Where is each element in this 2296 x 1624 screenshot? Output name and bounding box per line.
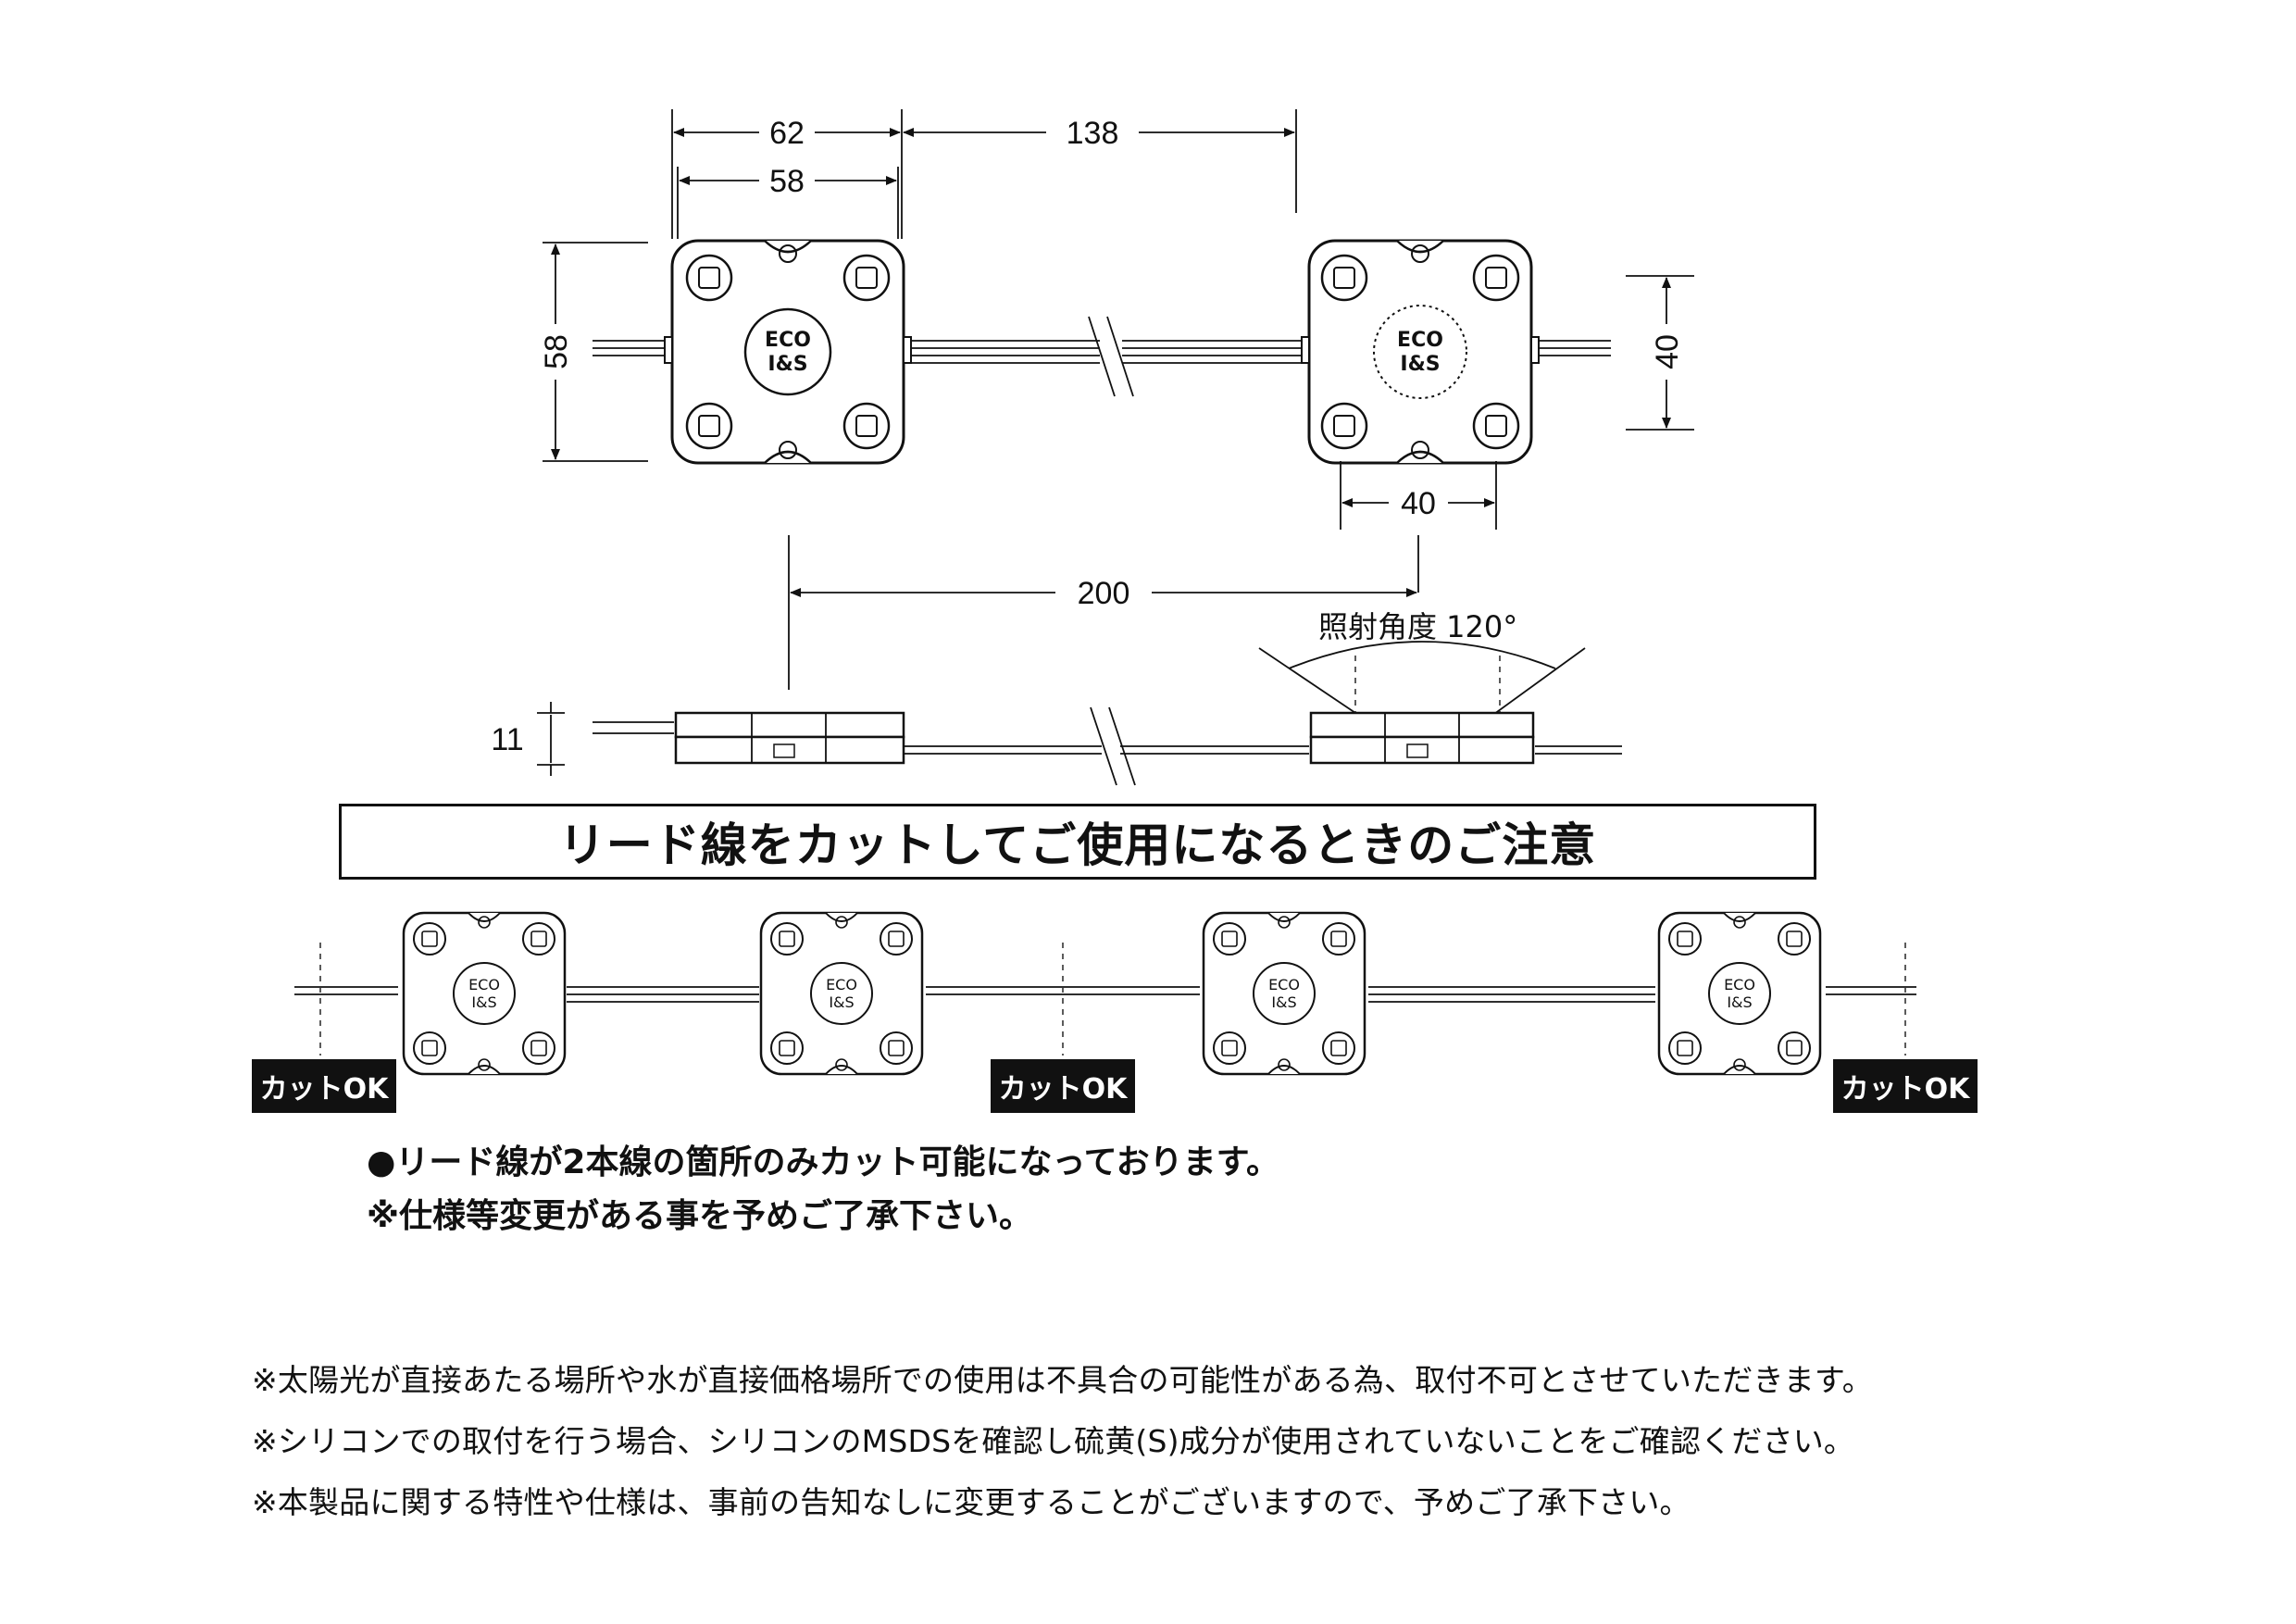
chain-module: ECO I&S	[1657, 911, 1822, 1076]
led-module-side-2	[1309, 711, 1535, 765]
led-chip	[1320, 402, 1368, 450]
logo-line2: I&S	[1727, 993, 1752, 1011]
lead-wire-right	[1535, 340, 1611, 356]
logo-line1: ECO	[468, 976, 500, 993]
dim-label-138: 138	[1067, 116, 1119, 151]
chain-wires	[294, 986, 1916, 1003]
led-chip	[1472, 402, 1520, 450]
side-view: 200 照射角度 120° 11	[491, 535, 1622, 786]
logo-line1: ECO	[1397, 329, 1443, 352]
lead-wire-left	[593, 340, 668, 356]
logo-line2: I&S	[767, 353, 807, 376]
lead-wire-middle	[907, 316, 1305, 397]
led-chip	[842, 402, 891, 450]
led-chip	[1472, 254, 1520, 302]
dimension-138: 138	[903, 109, 1297, 213]
dim-label-40-h: 40	[1401, 486, 1436, 521]
led-module-top-1: ECO I&S	[664, 239, 912, 465]
chain-module: ECO I&S	[1202, 911, 1366, 1076]
note-spec-change: ※仕様等変更がある事を予めご了承下さい。	[367, 1197, 1032, 1235]
chain-module: ECO I&S	[402, 911, 567, 1076]
beam-angle: 照射角度 120°	[1258, 609, 1586, 718]
logo-line2: I&S	[829, 993, 854, 1011]
dimension-200: 200	[788, 535, 1419, 690]
footer-note-silicone: ※シリコンでの取付を行う場合、シリコンのMSDSを確認し硫黄(S)成分が使用され…	[252, 1423, 1855, 1459]
led-chip	[685, 254, 733, 302]
dimension-40-horizontal: 40	[1340, 461, 1497, 530]
logo-line1: ECO	[826, 976, 857, 993]
led-chip	[685, 402, 733, 450]
logo-line2: I&S	[471, 993, 496, 1011]
chain-module: ECO I&S	[759, 911, 924, 1076]
module-chain: ECO I&S ECO I&S ECO I&S	[294, 911, 1916, 1076]
dim-label-200: 200	[1078, 576, 1130, 611]
footer-note-specs: ※本製品に関する特性や仕様は、事前の告知なしに変更することがございますので、予め…	[252, 1484, 1691, 1520]
side-wires	[593, 706, 1622, 786]
logo-line2: I&S	[1400, 353, 1440, 376]
led-chip	[1320, 254, 1368, 302]
dim-label-58-v: 58	[539, 334, 574, 369]
logo-line1: ECO	[1268, 976, 1300, 993]
dimension-58-horizontal: 58	[677, 164, 899, 239]
led-module-side-1	[674, 711, 905, 765]
dimension-11: 11	[491, 702, 565, 776]
beam-angle-label: 照射角度 120°	[1318, 609, 1517, 644]
logo-line1: ECO	[1724, 976, 1755, 993]
notice-title: リード線をカットしてご使用になるときのご注意	[339, 804, 1816, 880]
dimension-62: 62	[671, 109, 903, 239]
cut-ok-label: カットOK	[252, 1059, 396, 1113]
footer-note-sunlight: ※太陽光が直接あたる場所や水が直接価格場所での使用は不具合の可能性がある為、取付…	[252, 1362, 1873, 1398]
dimension-58-vertical: 58	[539, 242, 648, 462]
top-view: ECO I&S ECO I&S 62	[539, 109, 1694, 530]
dimension-40-vertical: 40	[1626, 275, 1694, 431]
logo-line1: ECO	[765, 329, 811, 352]
logo-line2: I&S	[1271, 993, 1296, 1011]
dim-label-40-v: 40	[1650, 334, 1685, 369]
note-cut-location: ●リード線が2本線の箇所のみカット可能になっております。	[367, 1143, 1279, 1181]
dim-label-11: 11	[491, 722, 523, 757]
cut-ok-label: カットOK	[1833, 1059, 1978, 1113]
dim-label-62: 62	[769, 116, 805, 151]
led-chip	[842, 254, 891, 302]
cut-ok-label: カットOK	[991, 1059, 1135, 1113]
led-module-top-2: ECO I&S	[1301, 239, 1540, 465]
dim-label-58-h: 58	[769, 164, 805, 199]
